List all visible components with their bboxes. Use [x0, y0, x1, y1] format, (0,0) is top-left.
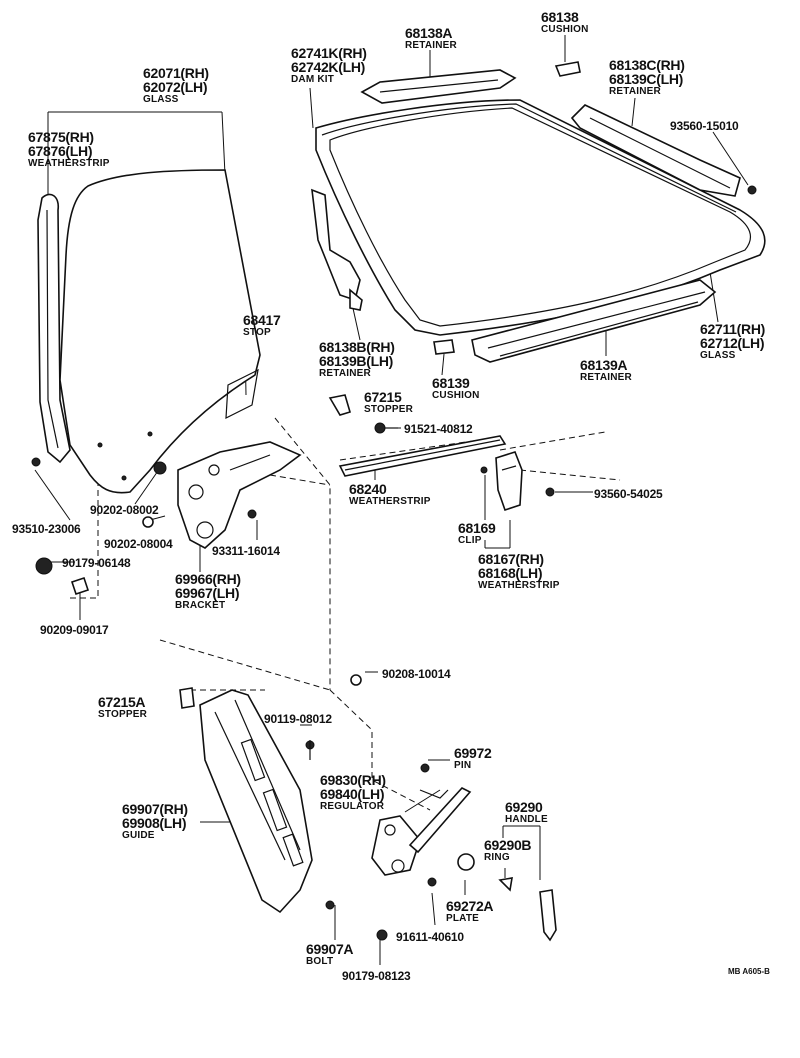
rear-weatherstrip-part — [480, 451, 523, 512]
bracket-part — [153, 441, 302, 549]
screw-93560-54025-part — [545, 487, 555, 497]
belt-weatherstrip-part — [338, 435, 507, 477]
label-rear-weatherstrip: 68167(RH) 68168(LH) WEATHERSTRIP — [478, 551, 560, 591]
label-nut-90179-08123: 90179-08123 — [342, 969, 411, 983]
label-washer-90202-08002: 90202-08002 — [90, 503, 159, 517]
label-plate: 69272A PLATE — [446, 898, 494, 924]
top-cushion-part — [554, 61, 581, 77]
label-regulator: 69830(RH) 69840(LH) REGULATOR — [320, 772, 386, 812]
label-guide: 69907(RH) 69908(LH) GUIDE — [122, 801, 188, 841]
label-belt-weatherstrip: 68240 WEATHERSTRIP — [349, 481, 431, 507]
fasteners — [31, 457, 513, 941]
leader-lines — [34, 35, 749, 965]
mid-cushion-part — [433, 339, 455, 355]
front-weatherstrip-part — [37, 193, 71, 464]
guide-part — [199, 689, 313, 914]
top-retainer-part — [360, 69, 517, 104]
label-left-retainer: 68138B(RH) 68139B(LH) RETAINER — [319, 339, 395, 379]
label-guide-bolt: 69907A BOLT — [306, 941, 354, 967]
front-glass-part — [59, 169, 261, 494]
handle-part — [539, 889, 557, 942]
screw-91521-part — [374, 422, 398, 434]
label-screw-93560-15010: 93560-15010 — [670, 119, 739, 133]
label-bracket: 69966(RH) 69967(LH) BRACKET — [175, 571, 241, 611]
label-nut-90209-09017: 90209-09017 — [40, 623, 109, 637]
regulator-part — [371, 787, 472, 876]
label-right-retainer: 68138C(RH) 68139C(LH) RETAINER — [609, 57, 685, 97]
label-bolt-90119-08012: 90119-08012 — [264, 712, 332, 726]
label-nut-90179-06148: 90179-06148 — [62, 556, 131, 570]
label-screw-93510-23006: 93510-23006 — [12, 522, 81, 536]
label-washer-90202-08004: 90202-08004 — [104, 537, 173, 551]
label-top-retainer: 68138A RETAINER — [405, 25, 457, 51]
label-front-glass: 62071(RH) 62072(LH) GLASS — [143, 65, 209, 105]
right-retainer-part — [570, 104, 757, 197]
label-screw-93311-16014: 93311-16014 — [212, 544, 280, 558]
label-bottom-retainer: 68139A RETAINER — [580, 357, 632, 383]
label-screw-91611-40610: 91611-40610 — [396, 930, 464, 944]
label-screw-91521-40812: 91521-40812 — [404, 422, 473, 436]
label-handle: 69290 HANDLE — [505, 799, 548, 825]
label-rear-glass: 62711(RH) 62712(LH) GLASS — [700, 321, 766, 361]
label-front-weatherstrip: 67875(RH) 67876(LH) WEATHERSTRIP — [28, 129, 110, 169]
label-stop: 68417 STOP — [243, 312, 281, 338]
bottom-retainer-part — [471, 279, 717, 363]
upper-stopper-part — [328, 394, 351, 416]
label-clip: 68169 CLIP — [458, 520, 496, 546]
label-dam-kit: 62741K(RH) 62742K(LH) DAM KIT — [291, 45, 367, 85]
label-top-cushion: 68138 CUSHION — [541, 9, 589, 35]
drawing-code: MB A605-B — [728, 967, 770, 976]
label-nut-90208-10014: 90208-10014 — [382, 667, 451, 681]
label-pin: 69972 PIN — [454, 745, 492, 771]
label-mid-cushion: 68139 CUSHION — [432, 375, 480, 401]
label-upper-stopper: 67215 STOPPER — [364, 389, 414, 415]
label-ring: 69290B RING — [484, 837, 532, 863]
label-screw-93560-54025: 93560-54025 — [594, 487, 663, 501]
label-lower-stopper: 67215A STOPPER — [98, 694, 148, 720]
